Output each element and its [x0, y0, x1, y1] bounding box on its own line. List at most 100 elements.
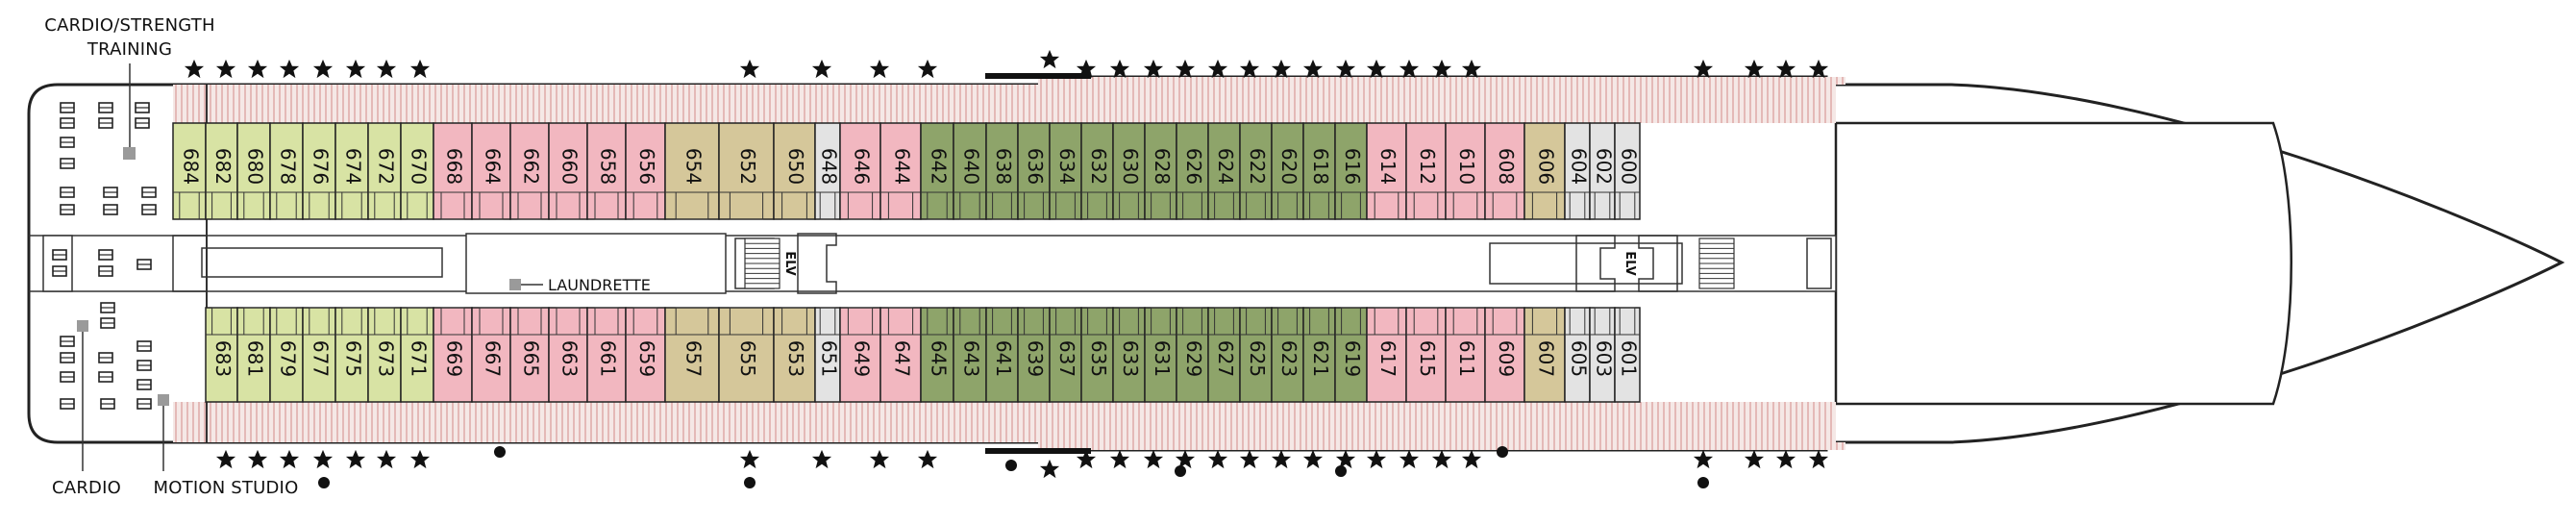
cabin-number: 667 [482, 340, 505, 377]
elevator-bank-aft: ELV [734, 233, 837, 294]
fitness-equipment-icons [52, 102, 157, 410]
top-cabin-676: 676 [302, 122, 336, 220]
bottom-cabin-631: 631 [1144, 307, 1177, 403]
fitness-equipment-icon [60, 137, 75, 148]
top-cabin-656: 656 [625, 122, 666, 220]
cabin-number: 608 [1495, 148, 1518, 185]
fitness-equipment-icon [60, 204, 75, 215]
fitness-equipment-icon [135, 117, 150, 129]
bottom-cabin-643: 643 [953, 307, 987, 403]
fitness-equipment-icon [98, 352, 113, 363]
cabin-number: 653 [784, 340, 807, 377]
cabin-number: 629 [1182, 340, 1205, 377]
dot-icon [744, 477, 755, 488]
cabin-number: 616 [1341, 148, 1364, 185]
cabin-number: 609 [1495, 340, 1518, 377]
star-icon [1744, 449, 1765, 469]
cabin-number: 656 [635, 148, 658, 185]
star-icon [409, 449, 431, 469]
cardio-marker [77, 320, 88, 332]
bottom-cabin-681: 681 [236, 307, 271, 403]
star-icon [739, 59, 760, 79]
star-icon [869, 59, 890, 79]
laundrette-marker [509, 279, 521, 290]
dot-icon [318, 477, 330, 488]
bottom-cabin-625: 625 [1239, 307, 1273, 403]
bottom-cabin-637: 637 [1049, 307, 1082, 403]
cabin-number: 683 [211, 340, 235, 377]
cabin-number: 639 [1024, 340, 1047, 377]
cabin-number: 664 [482, 148, 505, 185]
cabin-number: 642 [928, 148, 951, 185]
elevator-icon [1575, 235, 1616, 292]
top-cabin-650: 650 [773, 122, 816, 220]
top-cabin-682: 682 [205, 122, 238, 220]
top-cabin-644: 644 [879, 122, 922, 220]
top-cabin-618: 618 [1302, 122, 1336, 220]
bottom-cabin-603: 603 [1589, 307, 1616, 403]
bottom-cabin-671: 671 [400, 307, 434, 403]
cabin-number: 620 [1277, 148, 1300, 185]
top-cabin-626: 626 [1176, 122, 1209, 220]
cabin-number: 610 [1455, 148, 1478, 185]
star-icon [1271, 59, 1292, 79]
dot-icon [494, 446, 506, 458]
top-cabin-636: 636 [1017, 122, 1051, 220]
star-icon [247, 449, 268, 469]
star-icon [1239, 59, 1260, 79]
top-cabin-664: 664 [471, 122, 511, 220]
star-icon [1775, 59, 1796, 79]
cabin-number: 670 [408, 148, 431, 185]
cabin-number: 621 [1309, 340, 1332, 377]
star-icon [1461, 449, 1482, 469]
bottom-cabin-657: 657 [664, 307, 720, 403]
cabin-number: 681 [244, 340, 267, 377]
bottom-cabin-673: 673 [367, 307, 402, 403]
bottom-cabin-605: 605 [1564, 307, 1591, 403]
top-cabin-642: 642 [920, 122, 954, 220]
cabin-number: 655 [736, 340, 759, 377]
dot-icon [1497, 446, 1508, 458]
star-icon [215, 59, 236, 79]
cabin-number: 634 [1055, 148, 1078, 185]
fitness-equipment-icon [103, 187, 118, 198]
star-icon [247, 59, 268, 79]
bottom-cabin-601: 601 [1614, 307, 1641, 403]
star-icon [917, 449, 938, 469]
top-cabin-612: 612 [1405, 122, 1447, 220]
top-cabin-654: 654 [664, 122, 720, 220]
cabin-number: 627 [1214, 340, 1237, 377]
top-cabin-684: 684 [172, 122, 207, 220]
cabin-number: 601 [1618, 340, 1641, 377]
cabin-number: 623 [1277, 340, 1300, 377]
cabin-number: 625 [1246, 340, 1269, 377]
cabin-number: 603 [1593, 340, 1616, 377]
bottom-cabin-617: 617 [1366, 307, 1407, 403]
cabin-number: 668 [443, 148, 466, 185]
top-cabin-662: 662 [509, 122, 550, 220]
cabin-number: 674 [342, 148, 365, 185]
cabin-number: 631 [1151, 340, 1174, 377]
bottom-cabin-651: 651 [814, 307, 841, 403]
star-icon [1207, 449, 1228, 469]
top-cabin-610: 610 [1445, 122, 1486, 220]
star-icon [1109, 59, 1130, 79]
star-icon [1175, 449, 1196, 469]
top-cabin-668: 668 [433, 122, 473, 220]
cabin-number: 648 [818, 148, 841, 185]
cabin-number: 604 [1568, 148, 1591, 185]
elevator-label-fwd: ELV [1622, 251, 1637, 275]
star-icon [1302, 449, 1324, 469]
cabin-number: 612 [1416, 148, 1439, 185]
bottom-cabin-623: 623 [1271, 307, 1304, 403]
cabin-number: 654 [682, 148, 706, 185]
bottom-cabin-667: 667 [471, 307, 511, 403]
star-icon [1039, 49, 1060, 69]
star-icon [739, 449, 760, 469]
cabin-number: 636 [1024, 148, 1047, 185]
star-icon [1335, 449, 1356, 469]
cabin-number: 680 [244, 148, 267, 185]
cabin-number: 605 [1568, 340, 1591, 377]
star-icon [1239, 449, 1260, 469]
star-icon [215, 449, 236, 469]
